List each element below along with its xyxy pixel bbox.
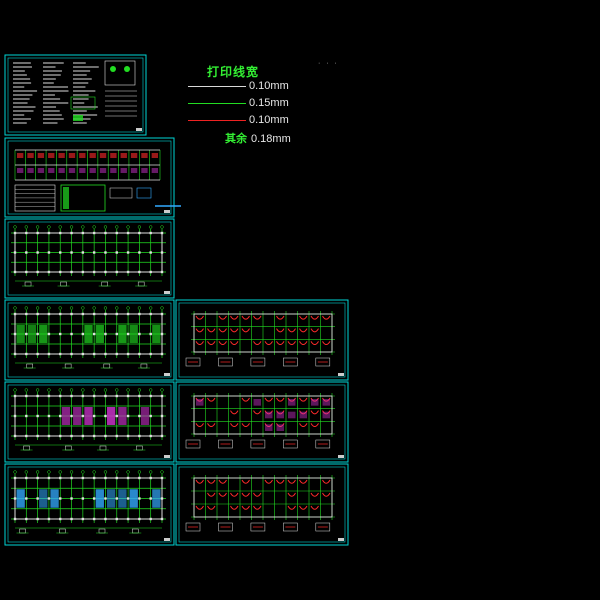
sheet-notes — [4, 54, 147, 136]
sheet-rebar-3 — [175, 463, 349, 546]
legend-other-value: 0.18mm — [251, 133, 291, 145]
corner-mark: · · · — [318, 60, 339, 67]
legend-other-row: 其余 0.18mm — [225, 129, 345, 145]
legend-other-label: 其余 — [225, 132, 247, 145]
legend-row-3: 0.10mm — [188, 113, 328, 127]
legend-line-3 — [188, 120, 246, 121]
legend-line-2 — [188, 103, 246, 104]
sheet-plan-1 — [4, 218, 175, 299]
legend-row-1: 0.10mm — [188, 79, 328, 93]
legend-value-3: 0.10mm — [249, 114, 289, 126]
sheet-rebar-2 — [175, 381, 349, 463]
legend-line-1 — [188, 86, 246, 87]
sheet-plan-4 — [4, 463, 175, 546]
legend-value-1: 0.10mm — [249, 80, 289, 92]
legend-value-2: 0.15mm — [249, 97, 289, 109]
sheet-plan-2 — [4, 299, 175, 381]
sheet-elevation — [4, 137, 181, 218]
sheet-rebar-1 — [175, 299, 349, 381]
legend-row-2: 0.15mm — [188, 96, 328, 110]
sheet-plan-3 — [4, 381, 175, 463]
legend-title: 打印线宽 — [207, 65, 260, 79]
